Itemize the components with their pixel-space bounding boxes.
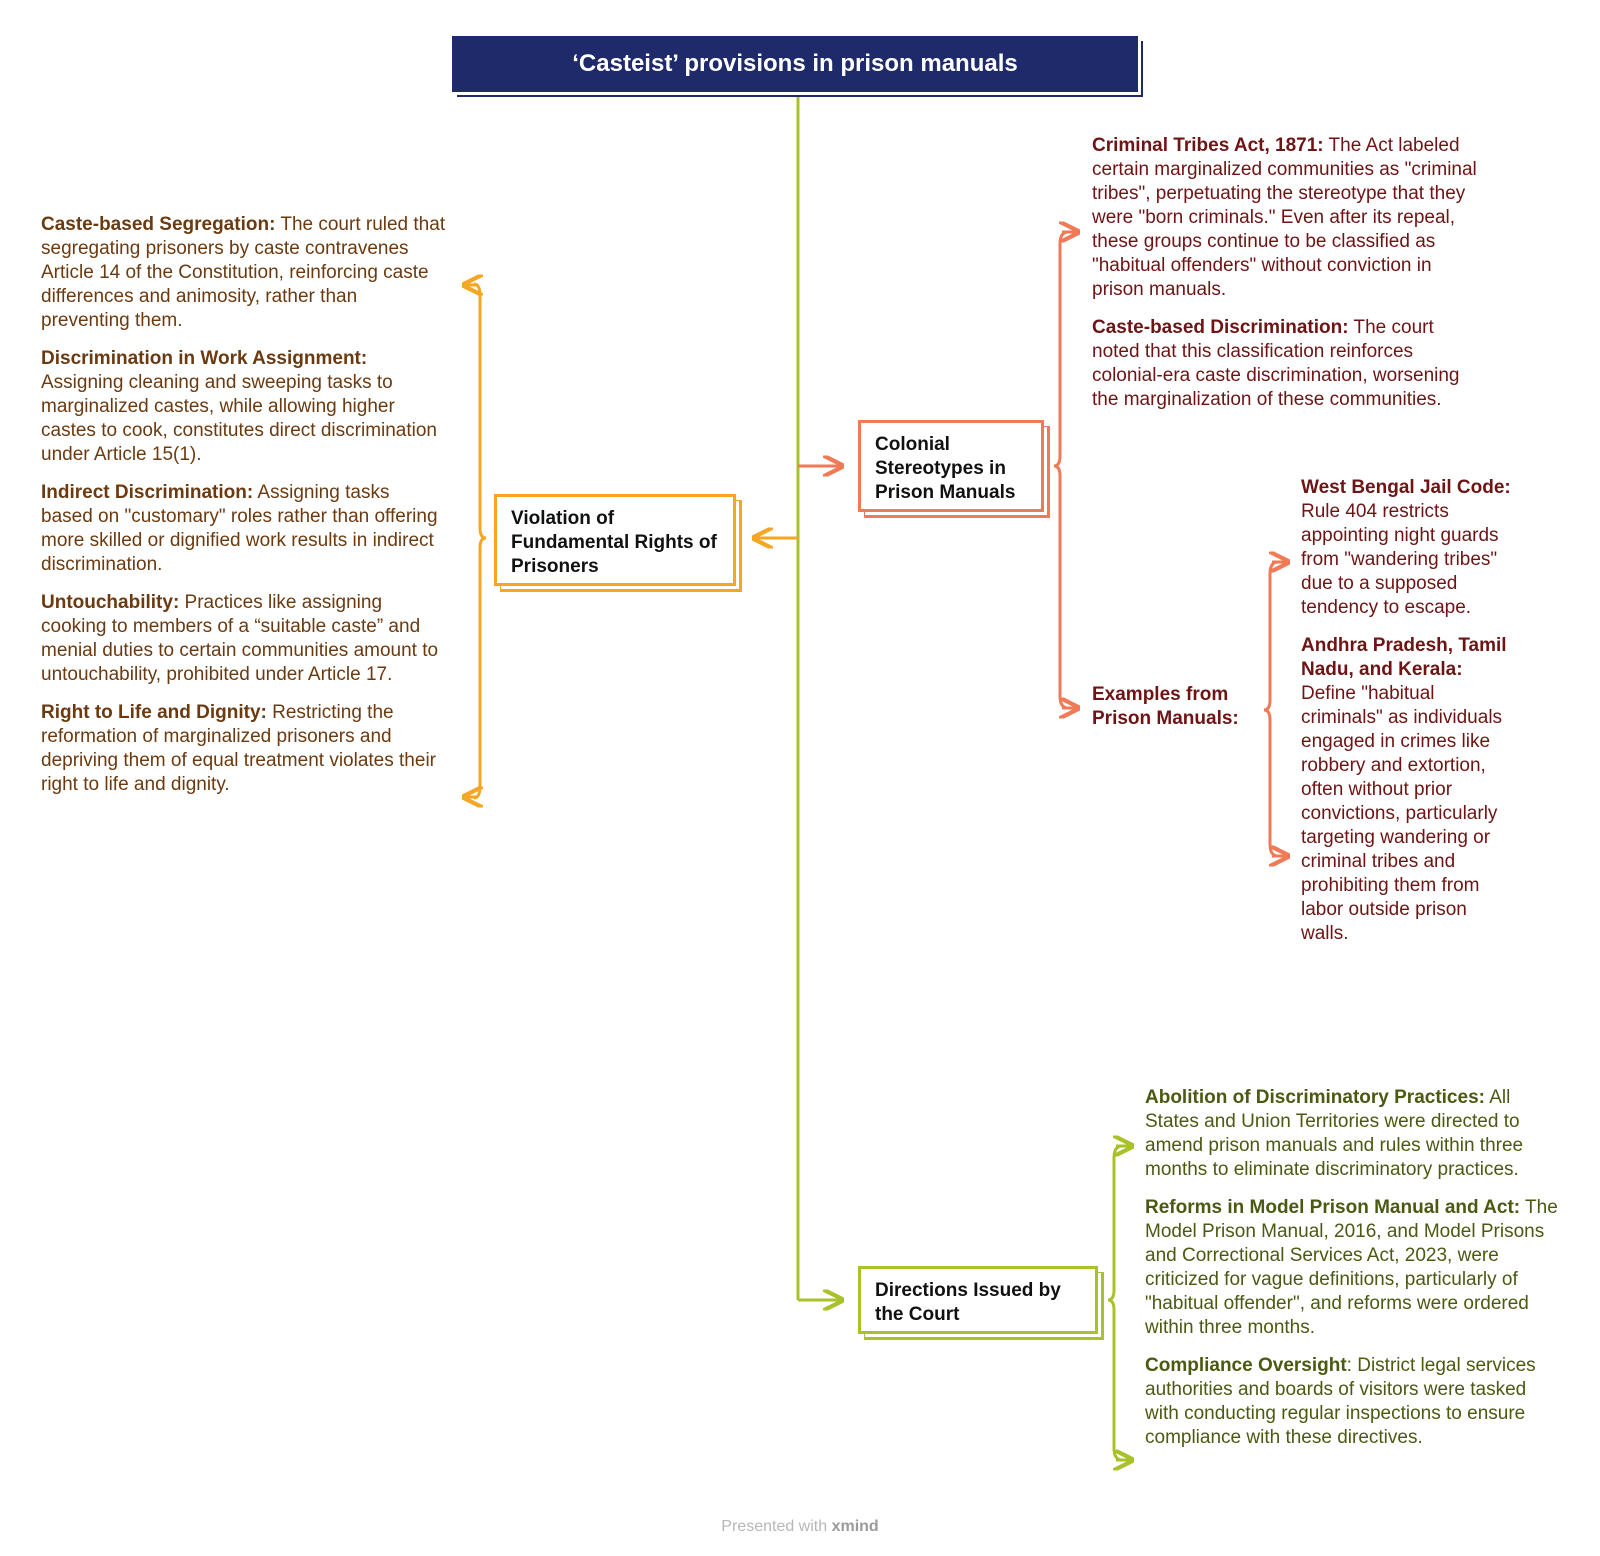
topic-violation[interactable]: Violation of Fundamental Rights of Priso… [494, 494, 736, 586]
bracket-examples [1263, 560, 1279, 858]
central-topic[interactable]: ‘Casteist’ provisions in prison manuals [452, 36, 1138, 92]
topic-directions[interactable]: Directions Issued by the Court [858, 1266, 1098, 1334]
topic-colonial[interactable]: Colonial Stereotypes in Prison Manuals [858, 420, 1044, 512]
xmind-logo: xmind [831, 1518, 879, 1535]
topic-directions-label: Directions Issued by the Court [875, 1280, 1061, 1325]
colonial-details: Criminal Tribes Act, 1871: The Act label… [1092, 134, 1484, 426]
violation-details: Caste-based Segregation: The court ruled… [41, 213, 446, 811]
bracket-colonial [1053, 230, 1069, 710]
footer-credit: Presented with xmind [721, 1518, 879, 1535]
directions-item: Abolition of Discriminatory Practices: A… [1145, 1087, 1524, 1180]
colonial-item: Criminal Tribes Act, 1871: The Act label… [1092, 135, 1477, 300]
violation-item: Indirect Discrimination: Assigning tasks… [41, 482, 438, 575]
example-item: West Bengal Jail Code: Rule 404 restrict… [1301, 477, 1511, 618]
bracket-directions [1107, 1144, 1123, 1462]
directions-item: Compliance Oversight: District legal ser… [1145, 1355, 1536, 1448]
colonial-item: Caste-based Discrimination: The court no… [1092, 317, 1460, 410]
violation-item: Untouchability: Practices like assigning… [41, 592, 439, 685]
violation-item: Caste-based Segregation: The court ruled… [41, 214, 446, 331]
topic-violation-label: Violation of Fundamental Rights of Priso… [511, 508, 717, 577]
directions-details: Abolition of Discriminatory Practices: A… [1145, 1086, 1560, 1464]
violation-item: Discrimination in Work Assignment: Assig… [41, 348, 438, 465]
example-item: Andhra Pradesh, Tamil Nadu, and Kerala: … [1301, 635, 1507, 944]
violation-item: Right to Life and Dignity: Restricting t… [41, 702, 436, 795]
examples-label: Examples from Prison Manuals: [1092, 684, 1239, 729]
bracket-violation [473, 282, 487, 800]
central-topic-label: ‘Casteist’ provisions in prison manuals [572, 50, 1018, 77]
topic-colonial-label: Colonial Stereotypes in Prison Manuals [875, 434, 1016, 503]
examples-details: West Bengal Jail Code: Rule 404 restrict… [1301, 476, 1517, 960]
directions-item: Reforms in Model Prison Manual and Act: … [1145, 1197, 1558, 1338]
